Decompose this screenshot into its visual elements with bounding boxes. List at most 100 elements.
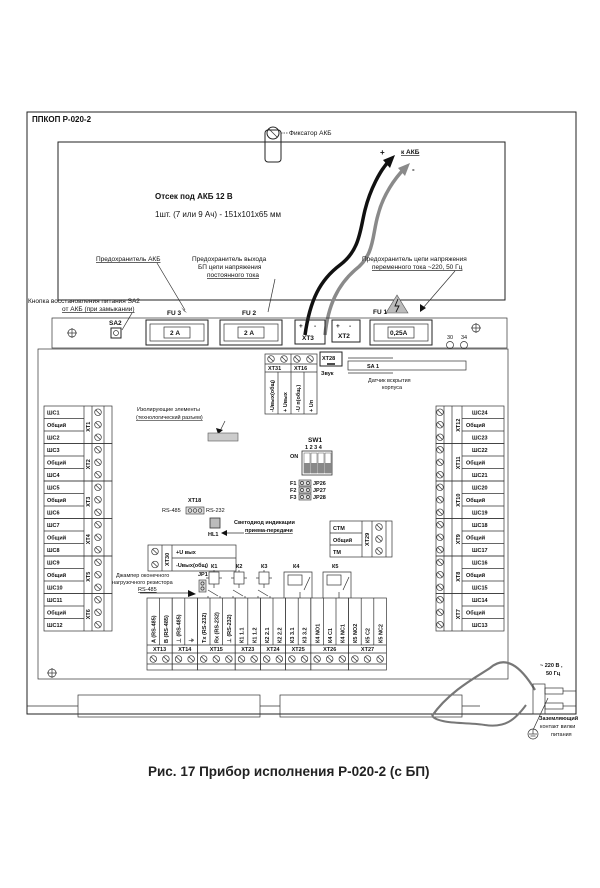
main-board (37, 348, 509, 680)
screw-terminal-icon[interactable] (162, 655, 170, 663)
screw-terminal-icon[interactable] (275, 655, 283, 663)
fu3-value: 2 А (170, 330, 180, 337)
screw-terminal-icon[interactable] (94, 508, 102, 516)
ground-icon-board (47, 668, 57, 678)
screw-terminal-icon[interactable] (436, 596, 444, 604)
terminal-group-name: ХТ27 (361, 647, 374, 653)
jumper-JP26[interactable] (298, 479, 312, 487)
terminal-label: ШС14 (472, 598, 489, 604)
screw-terminal-icon[interactable] (200, 655, 208, 663)
screw-terminal-icon[interactable] (250, 655, 258, 663)
terminal-group-name: ХТ15 (210, 647, 223, 653)
screw-terminal-icon[interactable] (363, 655, 372, 663)
screw-terminal-icon[interactable] (174, 655, 183, 663)
screw-terminal-icon[interactable] (436, 558, 444, 566)
sa2-button[interactable] (110, 327, 122, 339)
xt28-label: ХТ28 (322, 356, 335, 362)
screw-terminal-icon[interactable] (94, 546, 102, 554)
connector-xt29 (329, 520, 393, 558)
screw-terminal-icon[interactable] (375, 547, 383, 555)
screw-terminal-icon[interactable] (94, 458, 102, 466)
screw-terminal-icon[interactable] (436, 533, 444, 541)
screw-terminal-icon[interactable] (300, 655, 309, 663)
led-annotation-1: Светодиод индикации (234, 520, 295, 526)
screw-terminal-icon[interactable] (436, 571, 444, 579)
screw-terminal-icon[interactable] (237, 655, 246, 663)
sa1-label: SA 1 (367, 364, 379, 370)
terminal-label: ШС7 (47, 523, 60, 529)
terminal-label: ШС18 (472, 523, 488, 529)
jumper-JP28[interactable] (298, 493, 312, 501)
screw-terminal-icon[interactable] (436, 608, 444, 616)
screw-terminal-icon[interactable] (436, 408, 444, 416)
screw-terminal-icon[interactable] (94, 533, 102, 541)
screw-terminal-icon[interactable] (94, 571, 102, 579)
screw-terminal-icon[interactable] (94, 521, 102, 529)
screw-terminal-icon[interactable] (338, 655, 346, 663)
xt2-label: ХТ2 (338, 333, 350, 340)
screw-terminal-icon[interactable] (94, 433, 102, 441)
screw-terminal-icon[interactable] (94, 496, 102, 504)
screw-terminal-icon[interactable] (375, 535, 383, 543)
screw-terminal-icon[interactable] (326, 655, 334, 663)
screw-terminal-icon[interactable] (436, 621, 444, 629)
jumper-jp1[interactable] (198, 579, 207, 593)
screw-terminal-icon[interactable] (288, 655, 296, 663)
screw-terminal-icon[interactable] (151, 560, 159, 569)
screw-terminal-icon[interactable] (151, 547, 159, 556)
screw-terminal-icon[interactable] (94, 471, 102, 479)
screw-terminal-icon[interactable] (436, 508, 444, 516)
connector-xt30 (147, 544, 237, 572)
screw-terminal-icon[interactable] (306, 355, 314, 363)
screw-terminal-icon[interactable] (436, 471, 444, 479)
screw-terminal-icon[interactable] (94, 558, 102, 566)
screw-terminal-icon[interactable] (436, 496, 444, 504)
screw-terminal-icon[interactable] (267, 355, 275, 363)
screw-terminal-icon[interactable] (436, 446, 444, 454)
bottom-pin-label: К1 1.1 (240, 627, 246, 643)
battery-wire-negative (323, 166, 407, 336)
high-voltage-icon (385, 294, 409, 314)
fixator-screw-slot (268, 128, 278, 138)
screw-terminal-icon[interactable] (436, 521, 444, 529)
screw-terminal-icon[interactable] (375, 523, 383, 531)
xt31-pin-2: + Uвых (283, 391, 289, 412)
screw-terminal-icon[interactable] (187, 655, 195, 663)
bottom-pin-label: К5 NO2 (353, 624, 359, 643)
screw-terminal-icon[interactable] (313, 655, 321, 663)
screw-terminal-icon[interactable] (94, 483, 102, 491)
screw-terminal-icon[interactable] (436, 421, 444, 429)
bottom-pin-label: К3 3.2 (303, 627, 309, 643)
screw-terminal-icon[interactable] (263, 655, 271, 663)
screw-terminal-icon[interactable] (280, 355, 288, 363)
screw-terminal-icon[interactable] (351, 655, 359, 663)
screw-terminal-icon[interactable] (436, 433, 444, 441)
screw-terminal-icon[interactable] (94, 621, 102, 629)
screw-terminal-icon[interactable] (94, 446, 102, 454)
screw-terminal-icon[interactable] (293, 355, 301, 363)
screw-terminal-icon[interactable] (94, 408, 102, 416)
led-34-icon (460, 341, 468, 349)
screw-terminal-icon[interactable] (225, 655, 233, 663)
screw-terminal-icon[interactable] (94, 608, 102, 616)
sw1-on-label: ON (290, 454, 298, 460)
bottom-pin-label: К3 3.1 (290, 627, 296, 643)
xt18-jumper[interactable] (185, 506, 205, 515)
screw-terminal-icon[interactable] (94, 596, 102, 604)
led-hl1 (209, 517, 221, 529)
screw-terminal-icon[interactable] (436, 458, 444, 466)
dip-lever-knob (304, 463, 310, 473)
dip-lever-knob (318, 463, 324, 473)
screw-terminal-icon[interactable] (436, 583, 444, 591)
screw-terminal-icon[interactable] (436, 483, 444, 491)
screw-terminal-icon[interactable] (94, 583, 102, 591)
screw-terminal-icon[interactable] (149, 655, 157, 663)
mains-annotation-1: ~ 220 В , (540, 663, 563, 669)
screw-terminal-icon[interactable] (212, 655, 220, 663)
screw-terminal-icon[interactable] (94, 421, 102, 429)
sa2-label: SA2 (109, 320, 122, 327)
screw-terminal-icon[interactable] (376, 655, 384, 663)
screw-terminal-icon[interactable] (436, 546, 444, 554)
jumper-JP27[interactable] (298, 486, 312, 494)
